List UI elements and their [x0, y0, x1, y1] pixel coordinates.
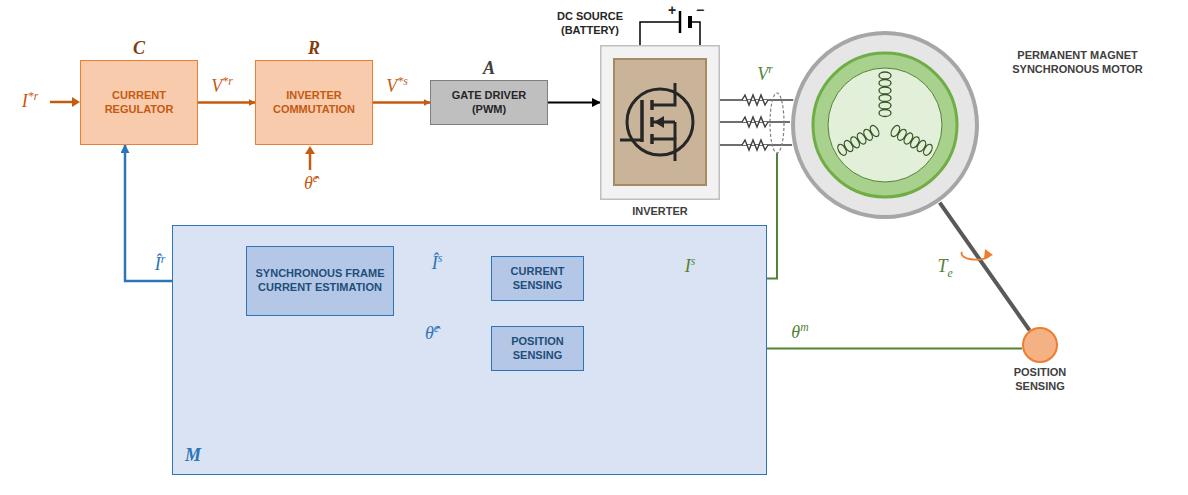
- signal-name: Is: [685, 255, 696, 277]
- motor-illustration: [790, 30, 980, 220]
- signal-name: θ̂e: [304, 172, 318, 194]
- polarity-sign: −: [696, 2, 704, 18]
- position-sensor: POSITION SENSING: [1022, 327, 1058, 363]
- torque-label: Te: [937, 256, 952, 280]
- block-letter: C: [81, 38, 197, 59]
- signal-name: I*r: [22, 90, 38, 112]
- signal-connector: [940, 203, 1030, 331]
- box-label: GATE DRIVER (PWM): [431, 89, 547, 117]
- current-probe: [770, 93, 784, 153]
- process-box: SYNCHRONOUS FRAME CURRENT ESTIMATION: [246, 246, 394, 316]
- box-label: CURRENT REGULATOR: [81, 89, 197, 117]
- signal-name: θm: [791, 321, 808, 343]
- block-letter: A: [431, 58, 547, 79]
- motor-circle: PERMANENT MAGNET SYNCHRONOUS MOTOR: [790, 30, 980, 220]
- inverter-box: INVERTER: [600, 45, 720, 200]
- signal-name: V*r: [211, 75, 232, 97]
- measurement-panel: M SYNCHRONOUS FRAME CURRENT ESTIMATION CUR…: [172, 225, 767, 475]
- signal-name: V*s: [386, 75, 407, 97]
- inverter-illustration: [600, 45, 720, 200]
- angle-arrow: [309, 153, 312, 170]
- arrow-head: [305, 146, 315, 154]
- node-caption: M: [185, 445, 201, 466]
- box-label: SYNCHRONOUS FRAME CURRENT ESTIMATION: [247, 267, 393, 295]
- signal-connector: [548, 102, 600, 104]
- signal-connector: [198, 101, 255, 104]
- process-box: POSITION SENSING: [491, 326, 584, 371]
- node-caption: POSITION SENSING: [1000, 366, 1080, 394]
- signal-connector: [373, 101, 430, 104]
- arrow-head: [72, 97, 80, 107]
- signal-name: Îs: [432, 252, 443, 274]
- resistor-symbol: [742, 95, 768, 150]
- process-box: CURRENT SENSING: [491, 256, 584, 301]
- source-label: DC SOURCE (BATTERY): [550, 10, 630, 38]
- box-label: POSITION SENSING: [492, 335, 583, 363]
- node-caption: PERMANENT MAGNET SYNCHRONOUS MOTOR: [985, 48, 1170, 77]
- node-caption: INVERTER: [632, 205, 688, 219]
- process-box: CCURRENT REGULATOR: [80, 60, 198, 145]
- arrow-head: [984, 249, 993, 259]
- process-box: RINVERTER COMMUTATION: [255, 60, 373, 145]
- box-label: INVERTER COMMUTATION: [256, 89, 372, 117]
- block-letter: R: [256, 38, 372, 59]
- process-box: AGATE DRIVER (PWM): [430, 80, 548, 125]
- signal-name: Îr: [155, 253, 166, 275]
- input-arrow: [50, 101, 73, 104]
- signal-name: Vr: [757, 63, 773, 85]
- polarity-sign: +: [668, 2, 676, 18]
- box-label: CURRENT SENSING: [492, 265, 583, 293]
- signal-name: θ̂e: [425, 322, 439, 344]
